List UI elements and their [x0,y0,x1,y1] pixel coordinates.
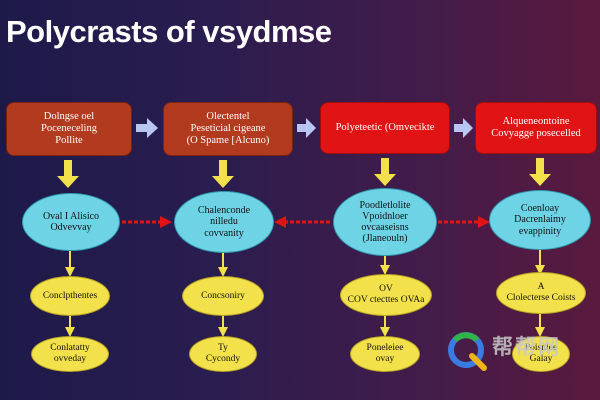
yellow-node-3a: OV COV ctecttes OVAa [340,274,432,316]
cyan-node-4: Coenloay Dacrenlaimy evappinity [489,190,591,250]
yellow-node-4a: A Clolecterse Coists [496,272,586,314]
cyan-node-1: Oval I Alisico Odvevvay [22,193,120,251]
yellow-node-4b: Poisnlee Galay [512,336,570,372]
watermark-logo [448,332,487,371]
down-arrows-boxes [57,158,551,188]
yellow-node-2b: Ty Cycondy [189,336,257,372]
yellow-node-1b: Conlatatty ovveday [31,336,109,372]
connectors-row1 [65,250,545,277]
lavender-arrow-3 [454,118,473,138]
lavender-arrow-1 [136,118,158,138]
yellow-down-arrow-1 [57,160,79,188]
cyan-node-2: Chalenconde nilledu covvanity [174,191,274,253]
connectors-row2 [65,314,545,337]
diagram-title: Polycrasts of vsydmse [6,14,332,49]
yellow-down-arrow-2 [212,160,234,188]
top-row-arrows [136,118,473,138]
process-box-2: Olectentel Peseticial cigeane (O Spame [… [163,102,293,156]
process-box-3: Polyeteetic (Omvecikte [320,102,450,154]
cyan-node-3: Poodletlolite Vpoidnloer ovcaaseisns (Jl… [333,188,437,256]
yellow-down-arrow-4 [529,158,551,186]
yellow-down-arrow-3 [374,158,396,186]
yellow-node-2a: Concsoniry [182,276,264,316]
q-logo-icon [448,332,487,371]
yellow-node-3b: Poneleiee ovay [350,336,420,372]
lavender-arrow-2 [297,118,316,138]
process-box-4: Alqueneontoine Covyagge posecelled [475,102,597,154]
yellow-node-1a: Conclpthentes [30,276,110,316]
watermark-text: 帮帮网 [492,335,561,359]
process-box-1: Dolngse oel Poceneceling Pollite [6,102,132,156]
